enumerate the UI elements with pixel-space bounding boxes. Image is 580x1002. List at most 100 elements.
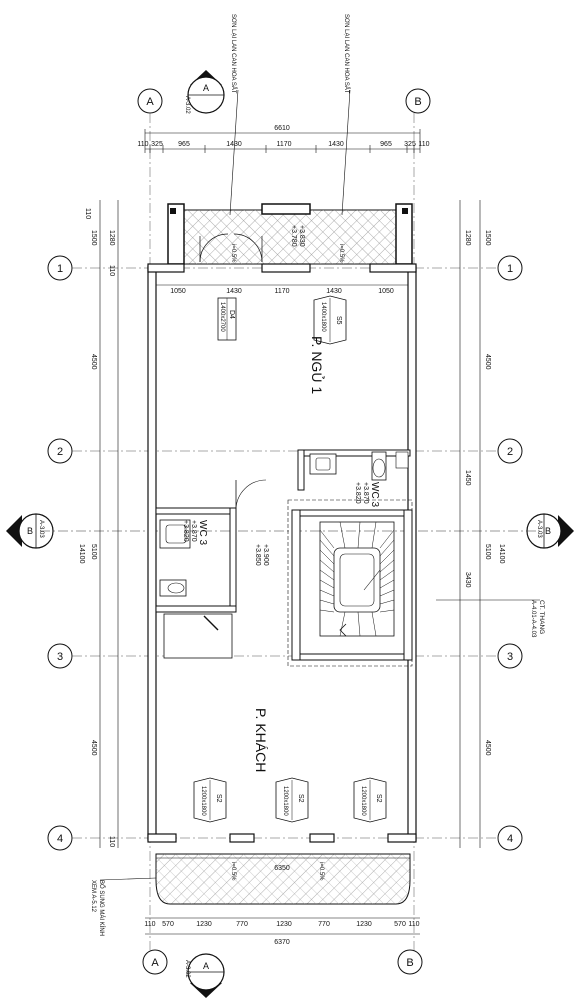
tag-window-s2-3: S2 1200x1800	[353, 777, 387, 823]
room-living-label: P. KHÁCH	[253, 708, 269, 772]
section-marker-top: A A-3.02	[184, 70, 225, 114]
balcony-width-dim: 6350	[274, 865, 290, 872]
left-dimensions: 110 1280 1500 110 4500 5100 14100 4500 1…	[78, 200, 119, 848]
svg-text:4500: 4500	[484, 740, 491, 756]
svg-text:6370: 6370	[274, 939, 290, 946]
level-label: +3.850	[254, 544, 261, 566]
bottom-dimensions: 110 570 1230 770 1230 770 1230 570 110 6…	[144, 917, 420, 946]
svg-text:1200x1800: 1200x1800	[282, 786, 288, 816]
svg-text:2: 2	[507, 446, 513, 458]
svg-text:1230: 1230	[276, 921, 292, 928]
svg-text:110: 110	[84, 208, 91, 219]
note-railing-right: SƠN LẠI LAN CAN HOA SẮT	[343, 14, 351, 94]
svg-text:4500: 4500	[90, 740, 97, 756]
wc-right	[297, 449, 411, 491]
svg-text:1280: 1280	[464, 230, 471, 246]
slope-label: i=0.5%	[338, 244, 344, 263]
svg-text:3: 3	[507, 651, 513, 663]
svg-text:1: 1	[57, 263, 63, 275]
level-label: +3.870	[362, 482, 369, 504]
svg-text:1400x2700: 1400x2700	[219, 302, 225, 332]
slope-label: i=0.5%	[230, 862, 236, 881]
section-letter: B	[545, 526, 551, 536]
door-swing	[235, 479, 267, 511]
svg-text:110: 110	[418, 141, 429, 148]
svg-text:570: 570	[394, 921, 406, 928]
svg-text:S5: S5	[335, 316, 342, 325]
svg-text:4500: 4500	[484, 354, 491, 370]
section-ref-text: A-3.03	[536, 520, 542, 538]
skylight-leader	[99, 877, 157, 881]
level-label: +3.820	[182, 520, 189, 542]
svg-text:2: 2	[57, 446, 63, 458]
svg-text:1170: 1170	[276, 141, 291, 148]
wc-left	[155, 507, 237, 659]
note-leader	[341, 89, 351, 216]
level-label: +3.870	[190, 520, 197, 542]
svg-text:1200x1800: 1200x1800	[360, 786, 366, 816]
svg-text:110: 110	[144, 921, 155, 928]
svg-text:4500: 4500	[90, 354, 97, 370]
svg-text:325: 325	[404, 141, 416, 148]
svg-text:1050: 1050	[170, 288, 186, 295]
level-label: +3.820	[354, 482, 361, 504]
svg-text:4: 4	[57, 833, 63, 845]
svg-text:110: 110	[108, 836, 115, 847]
svg-text:1050: 1050	[378, 288, 394, 295]
svg-text:B: B	[406, 957, 413, 969]
section-ref-text: A-3.02	[184, 96, 190, 114]
svg-text:1170: 1170	[274, 288, 289, 295]
exterior-walls	[147, 263, 417, 843]
svg-text:965: 965	[178, 141, 190, 148]
svg-text:325: 325	[151, 141, 163, 148]
svg-text:14100: 14100	[498, 544, 505, 564]
section-letter: A	[203, 961, 209, 971]
axis-bubbles-right: 1 2 3 4	[497, 255, 523, 851]
svg-text:4: 4	[507, 833, 513, 845]
svg-text:770: 770	[318, 921, 330, 928]
svg-text:B: B	[414, 96, 421, 108]
room-bedroom-label: P. NGỦ 1	[309, 336, 326, 394]
axis-bubble-B-top: B	[405, 88, 431, 114]
bottom-balcony	[155, 853, 411, 905]
right-dimensions: 1280 1500 4500 1450 3430 5100 14100 4500	[459, 200, 505, 848]
svg-text:1230: 1230	[196, 921, 212, 928]
svg-text:1200x1800: 1200x1800	[200, 786, 206, 816]
top-dimensions: 6610 110 325 965 1430 1170 1430 965 325 …	[137, 125, 430, 153]
svg-text:1430: 1430	[328, 141, 344, 148]
note-leader	[229, 89, 239, 216]
svg-text:D4: D4	[228, 310, 235, 319]
svg-text:S2: S2	[215, 794, 222, 803]
svg-text:3: 3	[57, 651, 63, 663]
svg-text:965: 965	[380, 141, 392, 148]
section-marker-bottom: A A-3.02	[184, 953, 225, 998]
svg-text:1: 1	[507, 263, 513, 275]
axis-bubbles-left: 1 2 3 4	[47, 255, 73, 851]
svg-text:1430: 1430	[226, 288, 242, 295]
axis-bubble-A-top: A	[137, 88, 163, 114]
inner-dimensions: 1050 1430 1170 1430 1050	[156, 284, 408, 295]
svg-text:5100: 5100	[484, 544, 491, 560]
tag-window-s5: S5 1400x1800	[313, 295, 347, 345]
tag-door-d4: D4 1400x2700	[217, 297, 237, 341]
slope-label: i=0.5%	[318, 862, 324, 881]
svg-text:1430: 1430	[326, 288, 342, 295]
stair-callout-ref: A-4.01-A-4.03	[530, 600, 536, 638]
stair-callout: CT. THANG	[538, 600, 545, 634]
note-railing-left: SƠN LẠI LAN CAN HOA SẮT	[230, 14, 238, 94]
svg-text:1430: 1430	[226, 141, 242, 148]
tag-window-s2-2: S2 1200x1800	[275, 777, 309, 823]
svg-text:770: 770	[236, 921, 248, 928]
section-letter: A	[203, 83, 209, 93]
skylight-callout-ref: XEM A-5.12	[90, 880, 96, 913]
section-ref-text: A-3.02	[184, 960, 190, 978]
svg-text:1500: 1500	[90, 230, 97, 246]
svg-text:110: 110	[137, 141, 148, 148]
svg-text:1450: 1450	[464, 470, 471, 486]
level-label: +3.900	[262, 544, 269, 566]
top-balcony	[167, 203, 413, 265]
svg-text:S2: S2	[297, 794, 304, 803]
level-label: +3.780	[290, 225, 297, 247]
svg-text:5100: 5100	[90, 544, 97, 560]
svg-text:110: 110	[408, 921, 419, 928]
